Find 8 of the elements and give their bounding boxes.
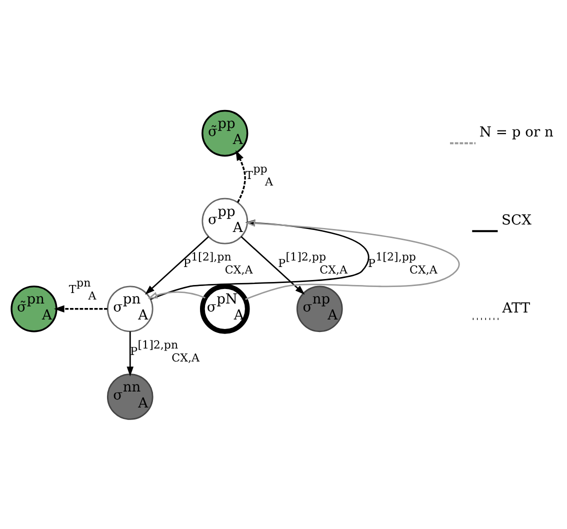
arrow <box>240 236 305 294</box>
arrow <box>236 150 246 202</box>
arrow <box>144 236 210 294</box>
legend-label: ATT <box>502 300 530 316</box>
legend-label: N = p or n <box>479 124 554 140</box>
arrow <box>148 290 206 298</box>
arrow <box>54 304 108 312</box>
legend-label: SCX <box>502 212 532 228</box>
